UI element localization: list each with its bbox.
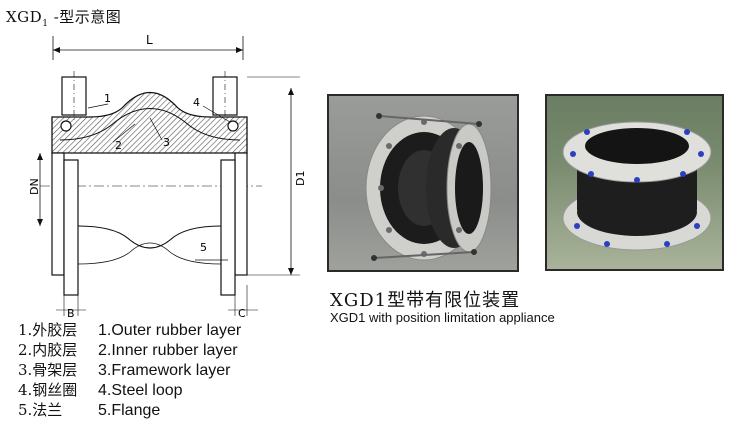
legend-item-en: 2.Inner rubber layer — [98, 342, 238, 359]
legend-item: 5.法兰 5.Flange — [18, 400, 241, 420]
photo-caption-en: XGD1 with position limitation appliance — [330, 310, 555, 325]
rubber-body-upper — [51, 91, 248, 154]
legend-item-cn: 4.钢丝圈 — [18, 381, 78, 399]
svg-text:3: 3 — [163, 136, 170, 149]
parts-legend: 1.外胶层 1.Outer rubber layer 2.内胶层 2.Inner r… — [18, 320, 241, 420]
legend-item-cn: 5.法兰 — [18, 401, 63, 419]
dimension-B-label: B — [67, 307, 75, 320]
diagram-title: XGD1 -型示意图 — [6, 8, 122, 29]
left-flange-top — [61, 71, 87, 120]
legend-item-en: 1.Outer rubber layer — [98, 322, 242, 339]
legend-item: 4.钢丝圈 4.Steel loop — [18, 380, 241, 400]
right-flange-top — [212, 71, 238, 120]
steel-loop-left — [60, 120, 72, 132]
dimension-DN: DN — [28, 153, 43, 226]
legend-item-cn: 3.骨架层 — [18, 361, 78, 379]
dimension-L: L — [52, 33, 244, 60]
callout-5: 5 — [195, 241, 228, 261]
joint-with-limit-rods-photo — [327, 94, 519, 272]
legend-item: 1.外胶层 1.Outer rubber layer — [18, 320, 241, 340]
callout-1: 1 — [87, 92, 111, 109]
photo-caption-cn: XGD1型带有限位装置 — [330, 290, 521, 311]
legend-item-cn: 2.内胶层 — [18, 341, 78, 359]
legend-item: 3.骨架层 3.Framework layer — [18, 360, 241, 380]
joint-lower-view — [51, 152, 248, 296]
callout-3: 3 — [149, 117, 170, 149]
legend-item: 2.内胶层 2.Inner rubber layer — [18, 340, 241, 360]
legend-item-en: 3.Framework layer — [98, 362, 231, 379]
dimension-C-label: C — [238, 307, 246, 320]
dimension-B: B — [56, 295, 86, 320]
svg-text:5: 5 — [200, 241, 207, 254]
joint-flange-photo — [545, 94, 724, 271]
legend-item-cn: 1.外胶层 — [18, 321, 78, 339]
legend-item-en: 5.Flange — [98, 402, 161, 419]
steel-loop-right — [227, 120, 239, 132]
dimension-D1-label: D1 — [294, 171, 307, 186]
svg-text:1: 1 — [104, 92, 111, 105]
callout-4: 4 — [193, 96, 231, 123]
callout-2: 2 — [112, 123, 136, 152]
joint-cross-section-drawing: L DN D1 — [28, 33, 307, 320]
dimension-DN-label: DN — [28, 178, 41, 195]
svg-text:4: 4 — [193, 96, 200, 109]
svg-text:2: 2 — [115, 139, 122, 152]
dimension-L-label: L — [146, 33, 153, 47]
dimension-D1: D1 — [247, 76, 307, 276]
dimension-C: C — [228, 285, 258, 320]
legend-item-en: 4.Steel loop — [98, 382, 183, 399]
